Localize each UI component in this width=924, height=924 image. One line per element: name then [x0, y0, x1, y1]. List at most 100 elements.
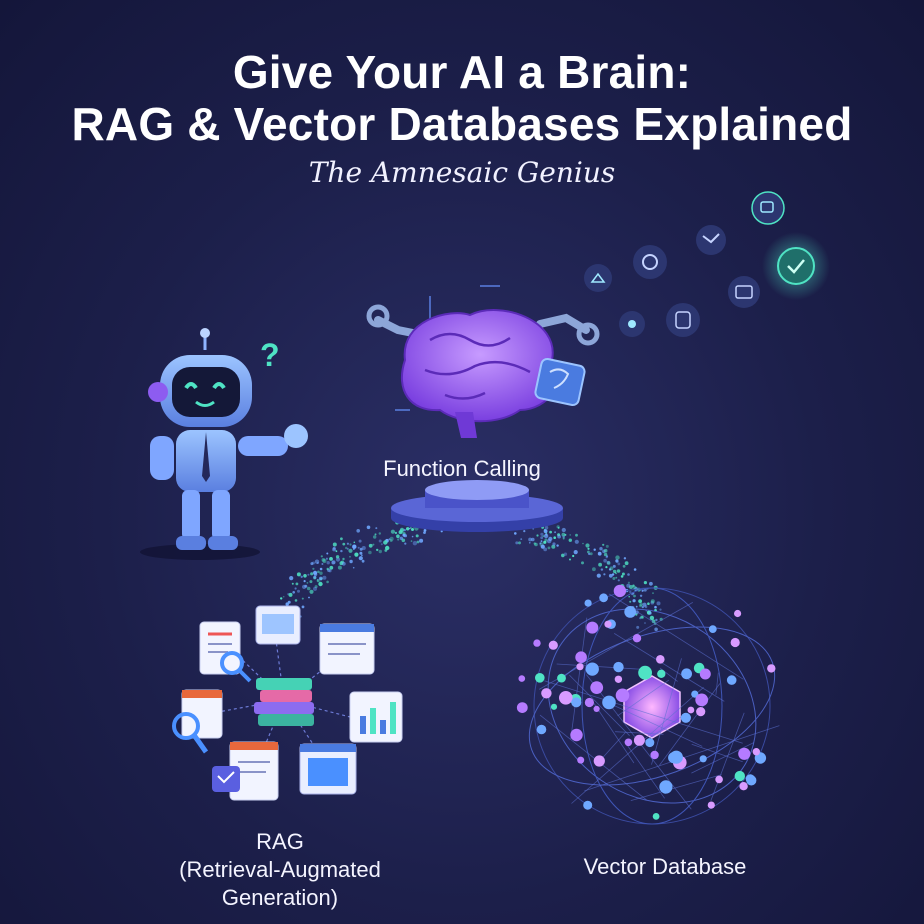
particle [654, 627, 658, 632]
particle [626, 583, 631, 588]
vector-node [571, 697, 582, 708]
vector-edge [710, 712, 745, 801]
particle [623, 557, 627, 560]
particle [384, 549, 388, 552]
chat-bubble-icon [696, 225, 726, 255]
particle [399, 536, 403, 540]
particle [374, 533, 377, 536]
vector-edge [593, 703, 635, 764]
vector-node [738, 747, 751, 760]
function-calling-label: Function Calling [383, 456, 541, 481]
vector-node [695, 693, 709, 707]
particle [569, 558, 571, 561]
particle [561, 532, 566, 537]
particle [358, 556, 363, 561]
particle [378, 539, 382, 543]
particle [321, 563, 324, 565]
vector-node [650, 750, 659, 760]
particle [569, 534, 571, 536]
particle [319, 571, 323, 575]
subtitle: The Amnesaic Genius [308, 156, 616, 189]
particle [543, 529, 548, 534]
particle [659, 608, 662, 611]
vector-node [516, 702, 528, 713]
particle [554, 531, 556, 534]
particle [341, 561, 346, 566]
vector-edge [691, 742, 755, 774]
particle [361, 559, 365, 563]
particle [597, 551, 602, 556]
vector-node [656, 655, 665, 664]
particle [593, 548, 596, 551]
particle [335, 550, 338, 553]
particle [540, 544, 545, 549]
particle [649, 581, 653, 586]
particle [533, 542, 536, 545]
vector-node [687, 706, 695, 714]
particle [641, 589, 644, 592]
particle [612, 577, 616, 580]
particle [543, 540, 547, 544]
chat-bubble-icon [666, 303, 700, 337]
particle [651, 619, 656, 624]
particle [312, 567, 315, 570]
vector-node [624, 738, 633, 747]
particle [643, 581, 648, 585]
particle [385, 545, 390, 551]
brain-illustration [366, 285, 600, 438]
particle [313, 575, 317, 580]
robot-illustration [140, 328, 308, 560]
particle [292, 591, 296, 594]
particle [388, 538, 391, 541]
particle [556, 544, 559, 547]
particle [328, 569, 332, 573]
particle [368, 550, 372, 555]
particle [639, 594, 643, 597]
particle [629, 600, 632, 603]
particle [375, 527, 378, 530]
particle [588, 552, 591, 556]
particle [654, 605, 657, 609]
particle [574, 539, 579, 544]
particle [638, 599, 642, 603]
particle [389, 536, 394, 541]
vector-edge [630, 774, 722, 801]
particle [309, 580, 313, 584]
vector-edge [691, 743, 743, 763]
chat-bubbles-cluster [584, 191, 830, 337]
title-line-2: RAG & Vector Databases Explained [71, 98, 853, 150]
particle [544, 525, 549, 530]
particle [294, 599, 298, 602]
particle [346, 547, 349, 550]
particle [409, 527, 411, 530]
vector-node [604, 620, 612, 628]
particle [353, 541, 356, 544]
particle [332, 542, 337, 547]
particle [608, 568, 612, 571]
particle [608, 573, 613, 578]
particle [356, 529, 361, 533]
vector-node [614, 675, 623, 683]
chat-bubble-icon [619, 311, 645, 337]
particle-streams [280, 516, 663, 632]
vector-node [715, 775, 723, 784]
vector-edge [617, 679, 670, 717]
vector-node [590, 681, 604, 694]
vector-node [624, 606, 637, 618]
particle [313, 586, 317, 591]
robot-question-mark: ? [260, 337, 280, 373]
particle [359, 547, 363, 551]
particle [596, 573, 601, 578]
particle [561, 553, 565, 558]
particle [314, 585, 318, 589]
particle [639, 602, 643, 606]
particle [396, 534, 400, 538]
particle [563, 552, 568, 556]
particle [376, 548, 379, 552]
particle [412, 541, 418, 546]
particle [358, 539, 362, 543]
particle [632, 584, 635, 587]
particle [325, 557, 328, 560]
particle [335, 557, 341, 562]
